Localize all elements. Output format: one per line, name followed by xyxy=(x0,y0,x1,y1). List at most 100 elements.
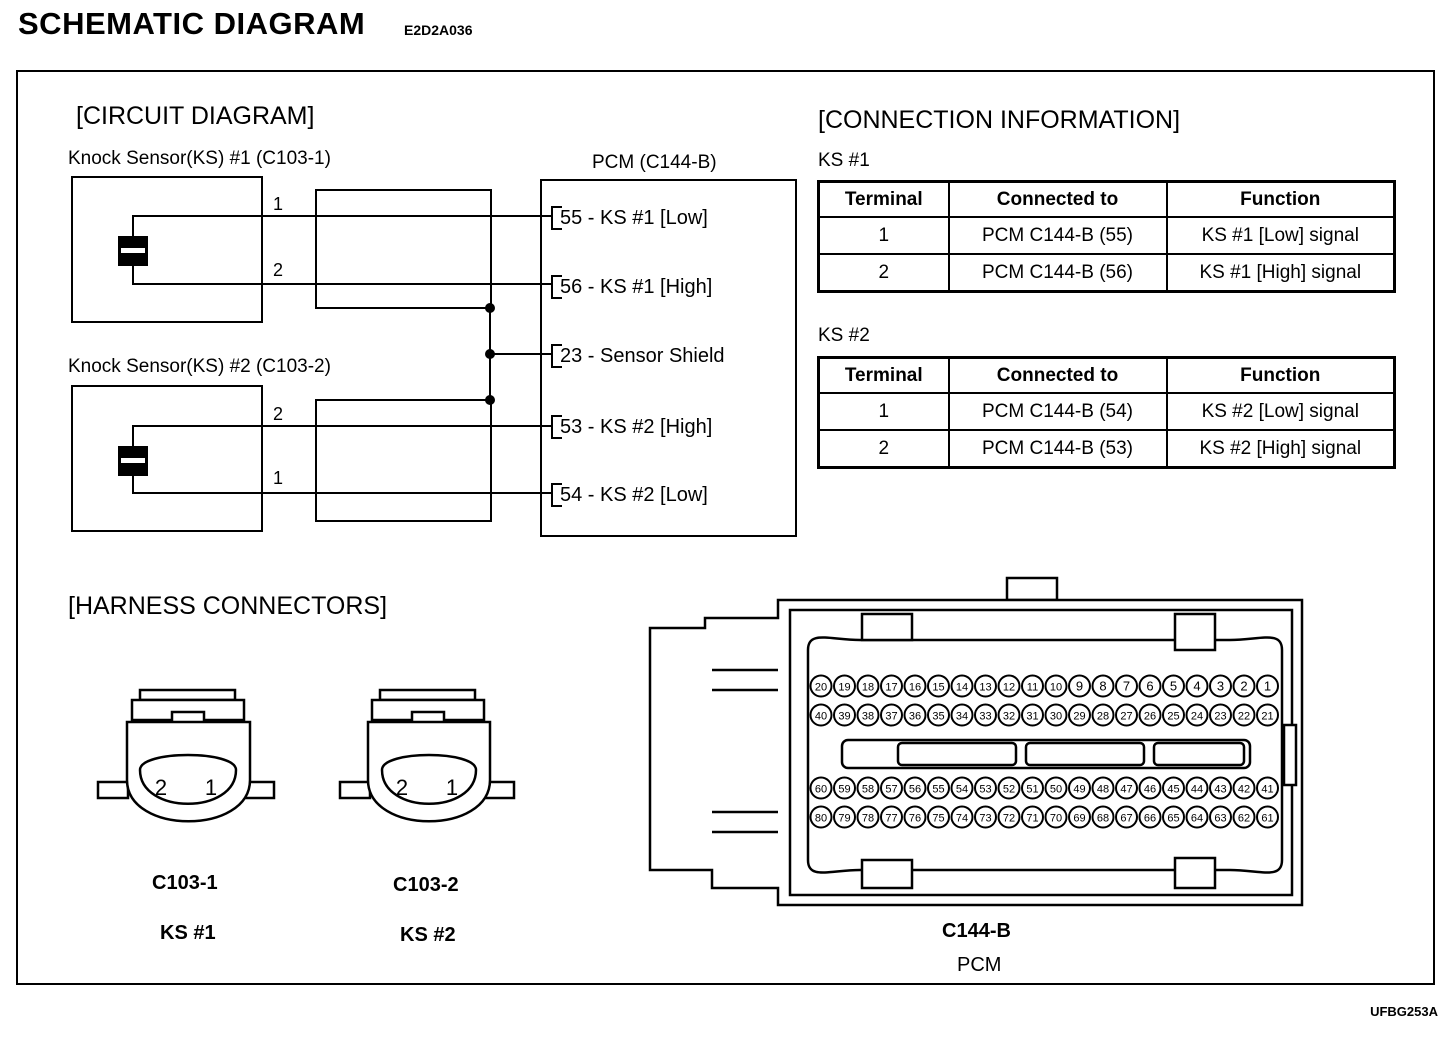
pcm-pin-number: 1 xyxy=(1264,679,1271,694)
pcm-pin-number: 46 xyxy=(1144,784,1156,796)
c103-2-name: C103-2 xyxy=(393,874,459,896)
pcm-pin-number: 51 xyxy=(1026,784,1038,796)
pcm-pin-number: 26 xyxy=(1144,711,1156,723)
ks2-connection-table: Terminal Connected to Function 1 PCM C14… xyxy=(817,356,1396,469)
c103-2-pin: 2 xyxy=(395,775,409,800)
shield-wire xyxy=(316,307,491,401)
pcm-pin-hole xyxy=(1232,703,1256,727)
connected-to-cell: PCM C144-B (54) xyxy=(947,392,1168,431)
pcm-pin-number: 15 xyxy=(932,682,944,694)
pcm-pin-hole xyxy=(1021,805,1044,829)
ks2-wire-number: 1 xyxy=(273,468,284,488)
c103-2-pin: 1 xyxy=(445,775,459,800)
pcm-pin-hole xyxy=(1115,805,1138,829)
pcm-pin-number: 16 xyxy=(909,682,921,694)
pcm-pin-hole xyxy=(927,776,950,800)
terminal-cell: 1 xyxy=(817,392,950,431)
pcm-pin-hole xyxy=(809,776,833,800)
ks2-table-label: KS #2 xyxy=(818,325,870,346)
pcm-pin-number: 64 xyxy=(1191,813,1203,825)
pcm-pin-number: 24 xyxy=(1191,711,1203,723)
pcm-pin-number: 58 xyxy=(862,784,874,796)
table-header-row: Terminal Connected to Function xyxy=(817,180,1396,218)
pcm-pin-number: 38 xyxy=(862,711,874,723)
pcm-pin-label: 23 - Sensor Shield xyxy=(560,345,725,367)
pcm-pin-hole xyxy=(1044,674,1068,698)
pcm-pin-number: 4 xyxy=(1193,679,1200,694)
pcm-pin-number: 42 xyxy=(1238,784,1250,796)
connection-info-title: [CONNECTION INFORMATION] xyxy=(818,106,1181,134)
c103-2-sub: KS #2 xyxy=(400,924,456,946)
pcm-pin-hole xyxy=(1138,674,1162,698)
c103-1-name: C103-1 xyxy=(152,872,218,894)
pcm-pin-number: 76 xyxy=(909,813,921,825)
pcm-pin-number: 72 xyxy=(1003,813,1015,825)
pcm-pin-hole xyxy=(1232,776,1256,800)
pcm-pin-hole xyxy=(927,805,950,829)
pcm-pin-hole xyxy=(1115,674,1138,698)
pcm-pin-number: 41 xyxy=(1261,784,1273,796)
c103-2-connector xyxy=(338,688,516,823)
pcm-pin-number: 52 xyxy=(1003,784,1015,796)
pcm-pin-hole xyxy=(903,703,927,727)
junction-dot xyxy=(485,303,495,313)
ks1-wire-number: 2 xyxy=(273,260,284,280)
pcm-pin-hole xyxy=(1068,674,1091,698)
pcm-pin-number: 7 xyxy=(1123,679,1130,694)
pcm-pin-number: 44 xyxy=(1191,784,1203,796)
pcm-pin-number: 57 xyxy=(885,784,897,796)
c103-1-sub: KS #1 xyxy=(160,922,216,944)
pcm-box xyxy=(540,179,797,537)
connected-to-cell: PCM C144-B (53) xyxy=(947,429,1168,469)
pcm-pin-hole xyxy=(1091,805,1115,829)
pcm-pin-hole xyxy=(997,674,1021,698)
pcm-pin-number: 60 xyxy=(815,784,827,796)
pcm-pin-number: 23 xyxy=(1214,711,1226,723)
ks2-wire-number: 2 xyxy=(273,404,284,424)
pcm-pin-hole xyxy=(1256,703,1279,727)
connected-to-cell: PCM C144-B (56) xyxy=(947,253,1168,293)
column-header: Terminal xyxy=(817,356,950,394)
pcm-pin-number: 59 xyxy=(838,784,850,796)
pcm-pin-hole xyxy=(1209,674,1232,698)
ks2-wire-1 xyxy=(132,476,552,494)
pcm-pin-number: 79 xyxy=(838,813,850,825)
pcm-pin-hole xyxy=(1021,674,1044,698)
pcm-pin-number: 10 xyxy=(1050,682,1062,694)
ks1-wire-2 xyxy=(132,266,552,285)
pcm-pin-hole xyxy=(1162,776,1185,800)
pcm-pin-number: 73 xyxy=(979,813,991,825)
ks2-wire-2 xyxy=(132,425,552,446)
pcm-pin-number: 74 xyxy=(956,813,968,825)
pcm-pin-number: 34 xyxy=(956,711,968,723)
column-header: Connected to xyxy=(947,356,1168,394)
pcm-pin-number: 36 xyxy=(909,711,921,723)
pcm-pin-hole xyxy=(856,805,880,829)
function-cell: KS #1 [High] signal xyxy=(1165,253,1396,293)
pcm-pin-number: 29 xyxy=(1073,711,1085,723)
pcm-pin-hole xyxy=(1068,776,1091,800)
pcm-pin-number: 65 xyxy=(1167,813,1179,825)
pcm-pin-hole xyxy=(1091,776,1115,800)
pcm-pin-hole xyxy=(1115,703,1138,727)
pcm-pin-hole xyxy=(1162,674,1185,698)
pcm-pin-hole xyxy=(1162,805,1185,829)
c103-1-pin: 1 xyxy=(204,775,218,800)
pcm-pin-hole xyxy=(950,674,974,698)
function-cell: KS #1 [Low] signal xyxy=(1165,216,1396,255)
pcm-pin-hole xyxy=(1256,805,1279,829)
pcm-pin-hole xyxy=(880,703,903,727)
ks2-label: Knock Sensor(KS) #2 (C103-2) xyxy=(68,356,331,377)
pcm-pin-number: 54 xyxy=(956,784,968,796)
pcm-pin-hole xyxy=(903,776,927,800)
pcm-pin-hole xyxy=(1021,703,1044,727)
pcm-pin-number: 43 xyxy=(1214,784,1226,796)
pcm-pin-number: 2 xyxy=(1240,679,1247,694)
pcm-pin-hole xyxy=(974,703,997,727)
pcm-pin-number: 71 xyxy=(1026,813,1038,825)
circuit-diagram-title: [CIRCUIT DIAGRAM] xyxy=(76,102,315,130)
junction-dot xyxy=(485,349,495,359)
pcm-pin-hole xyxy=(809,805,833,829)
pcm-pin-hole xyxy=(833,805,856,829)
pcm-pin-label: 54 - KS #2 [Low] xyxy=(560,484,708,506)
